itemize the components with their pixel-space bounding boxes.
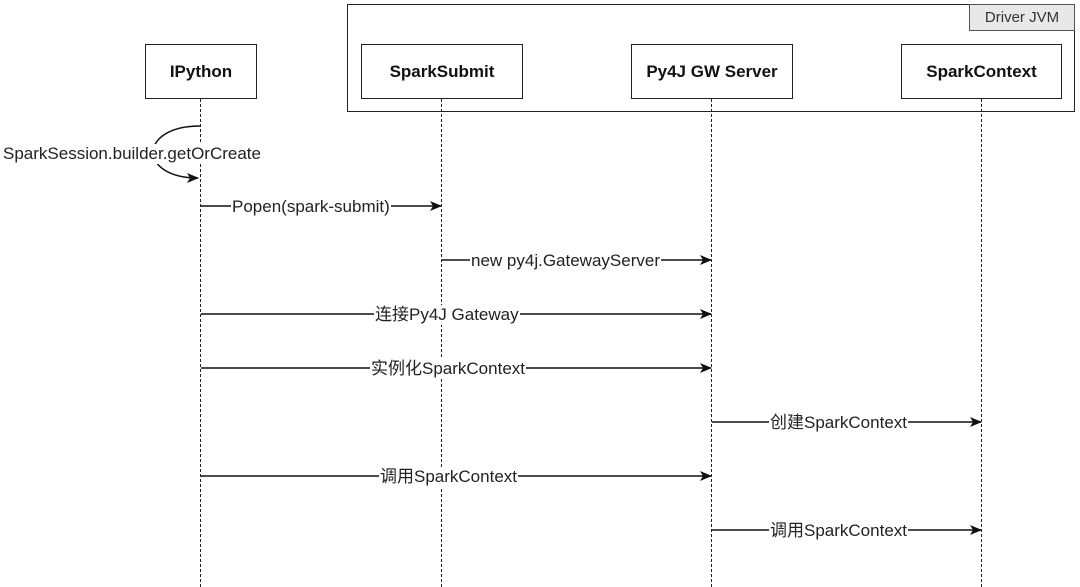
message-label-popen: Popen(spark-submit) [231,197,391,217]
participant-sparkcontext: SparkContext [901,44,1062,99]
message-label-connect-gateway: 连接Py4J Gateway [374,305,520,325]
message-label-getorcreate: SparkSession.builder.getOrCreate [2,144,262,164]
message-label-call-sparkcontext-1: 调用SparkContext [379,467,518,487]
participant-sparksubmit: SparkSubmit [361,44,523,99]
lifeline-sparkcontext [981,99,982,587]
lifeline-ipython [200,99,201,587]
lifeline-sparksubmit [441,99,442,587]
participant-py4j-gw-server: Py4J GW Server [631,44,793,99]
message-label-call-sparkcontext-2: 调用SparkContext [769,521,908,541]
message-label-create-sparkcontext: 创建SparkContext [769,413,908,433]
message-label-instantiate-sparkcontext: 实例化SparkContext [370,359,526,379]
message-label-new-gateway: new py4j.GatewayServer [470,251,661,271]
lifeline-py4j-gw-server [711,99,712,587]
driver-jvm-label: Driver JVM [969,4,1075,31]
participant-ipython: IPython [145,44,257,99]
